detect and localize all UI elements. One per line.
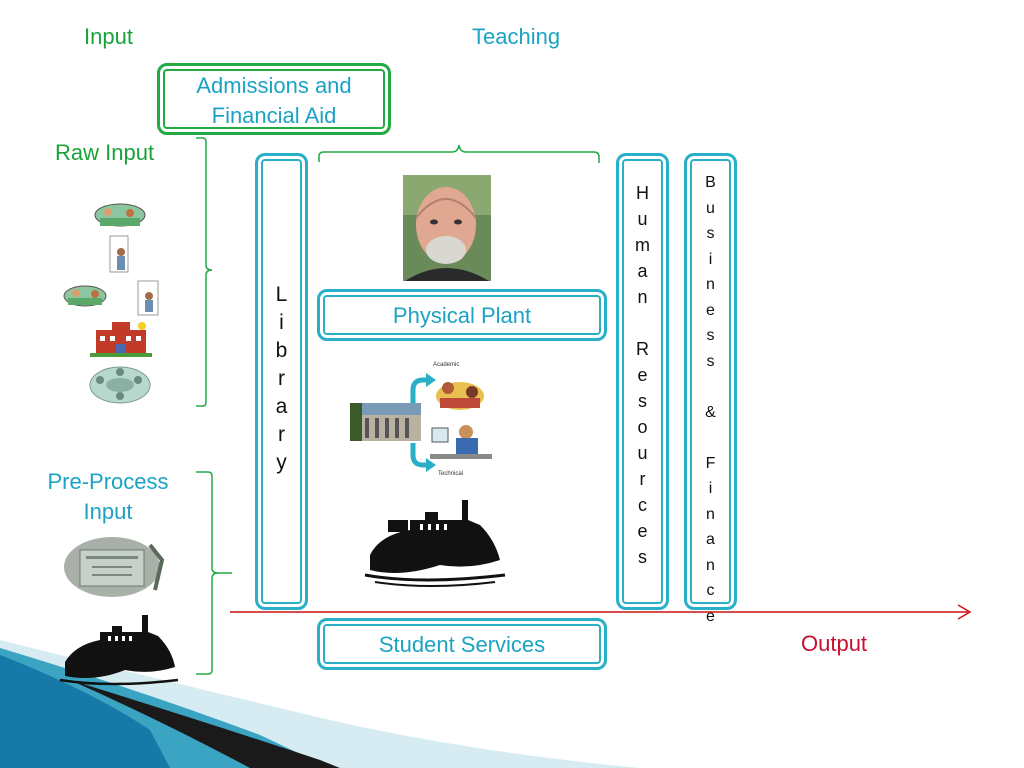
output-arrow-head: [957, 604, 972, 620]
physical-plant-text: Physical Plant: [392, 303, 532, 328]
swoosh-dark: [70, 680, 340, 768]
library-letter: r: [278, 367, 285, 390]
academic-arrow-head: [426, 373, 436, 387]
human-resources-letter: e: [637, 521, 648, 541]
classroom-clipart-icon-2: [63, 285, 107, 307]
business-finance-letter: a: [706, 531, 715, 548]
portrait-photo: [403, 175, 491, 281]
pre-process-label: Pre-Process Input: [38, 467, 178, 527]
campus-photo: [350, 403, 421, 441]
admissions-line1: Admissions and: [196, 73, 352, 98]
library-letter: b: [275, 339, 288, 362]
castle-silhouette-icon: [364, 500, 506, 587]
library-letter: L: [275, 283, 288, 306]
admissions-text: Admissions and Financial Aid: [160, 71, 388, 131]
castle-silhouette-icon-2: [59, 615, 179, 686]
pre-process-line1: Pre-Process: [47, 469, 169, 494]
library-letter: r: [278, 423, 285, 446]
human-resources-letter: a: [637, 261, 648, 281]
human-resources-letter: R: [636, 339, 649, 359]
business-finance-letter: e: [706, 301, 715, 319]
pre-process-line2: Input: [83, 499, 133, 524]
teaching-brace: [318, 144, 600, 163]
human-resources-letter: m: [635, 235, 650, 255]
business-finance-letter: n: [706, 505, 715, 523]
building-clipart-icon: [90, 322, 152, 357]
human-resources-letter: u: [637, 443, 648, 463]
technical-label: Technical: [438, 471, 464, 477]
human-resources-letter: u: [637, 209, 648, 229]
business-finance-letter: s: [706, 225, 715, 242]
physical-plant-box: Physical Plant: [317, 289, 607, 341]
swoosh-deep: [0, 655, 170, 768]
person-at-door-icon-2: [137, 280, 159, 316]
business-finance-letter: s: [706, 327, 715, 344]
student-services-text: Student Services: [378, 632, 546, 657]
academic-label: Academic: [433, 362, 460, 368]
human-resources-letter: o: [637, 417, 648, 437]
business-finance-letter: e: [706, 607, 715, 625]
meeting-clipart-icon: [89, 366, 151, 404]
teaching-label: Teaching: [472, 24, 561, 49]
raw-input-brace: [196, 137, 213, 407]
raw-input-label: Raw Input: [55, 140, 155, 165]
business-finance-letter: s: [706, 352, 715, 370]
library-letter: y: [276, 451, 287, 474]
business-finance-letter: &: [705, 403, 716, 421]
technical-clipart-icon: [430, 425, 492, 459]
student-services-box: Student Services: [317, 618, 607, 670]
human-resources-letter: r: [639, 469, 646, 489]
business-finance-letter: B: [705, 174, 716, 191]
person-at-door-icon: [109, 235, 129, 273]
human-resources-letter: c: [638, 495, 647, 515]
library-letter: a: [275, 395, 288, 418]
business-finance-letter: F: [705, 454, 716, 472]
business-finance-letter: n: [706, 276, 715, 293]
business-finance-letter: n: [706, 556, 715, 574]
human-resources-letter: s: [638, 391, 647, 411]
technical-arrow-head: [426, 458, 436, 472]
school-sign-icon: [64, 537, 165, 597]
academic-clipart-icon: [436, 382, 484, 410]
human-resources-letter: n: [637, 287, 648, 307]
input-label: Input: [84, 24, 133, 49]
human-resources-letter: e: [637, 365, 648, 385]
human-resources-letter: s: [638, 547, 647, 567]
business-finance-letter: u: [706, 199, 715, 217]
admissions-line2: Financial Aid: [211, 103, 337, 128]
business-finance-letter: c: [706, 582, 715, 599]
technical-arrow: [410, 443, 428, 468]
academic-arrow: [410, 377, 428, 403]
library-letter: i: [279, 311, 284, 334]
human-resources-letter: H: [636, 183, 649, 203]
classroom-clipart-icon: [94, 203, 146, 227]
pre-process-brace: [196, 471, 232, 675]
admissions-box: Admissions and Financial Aid: [157, 63, 391, 135]
output-label: Output: [801, 631, 868, 656]
business-finance-letter: i: [708, 480, 713, 497]
business-finance-letter: i: [708, 250, 713, 268]
